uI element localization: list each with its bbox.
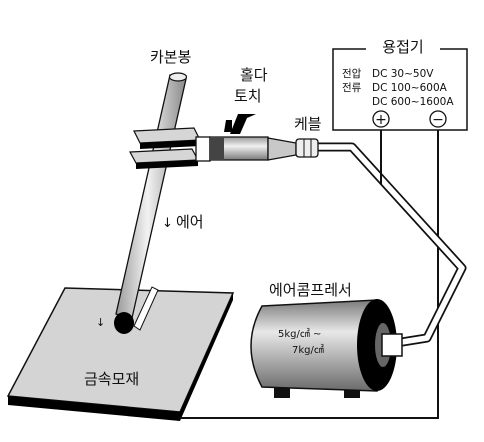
air-label: 에어 bbox=[176, 213, 204, 231]
torch-label: 토치 bbox=[234, 87, 262, 105]
torch-clamp bbox=[129, 127, 211, 169]
positive-symbol: + bbox=[375, 112, 387, 128]
base-metal-plate bbox=[6, 287, 235, 421]
holder-label: 홀다 bbox=[240, 66, 268, 84]
current-label: 전류 bbox=[342, 82, 362, 94]
air-flow-arrow: ↓ bbox=[162, 216, 173, 231]
voltage-label: 전압 bbox=[342, 67, 362, 80]
positive-terminal bbox=[372, 110, 390, 128]
cable-label: 케블 bbox=[294, 115, 322, 133]
tip-arrow: ↓ bbox=[96, 316, 105, 329]
torch-handle bbox=[209, 114, 319, 161]
pressure-min: 5kg/㎠ ~ bbox=[278, 328, 321, 340]
compressor-label: 에어콤프레서 bbox=[269, 281, 352, 299]
welder-title: 용접기 bbox=[382, 38, 423, 56]
base-metal-label: 금속모재 bbox=[84, 370, 139, 388]
ground-wire bbox=[180, 128, 439, 419]
air-compressor bbox=[250, 299, 403, 398]
welding-machine bbox=[332, 48, 468, 131]
current-range-low: DC 100~600A bbox=[372, 82, 448, 94]
negative-symbol: − bbox=[432, 112, 444, 128]
negative-terminal bbox=[429, 110, 447, 128]
current-range-high: DC 600~1600A bbox=[372, 96, 454, 108]
carbon-rod-label: 카본봉 bbox=[150, 48, 191, 66]
voltage-range: DC 30~50V bbox=[372, 68, 434, 80]
pressure-max: 7kg/㎠ bbox=[292, 344, 324, 356]
